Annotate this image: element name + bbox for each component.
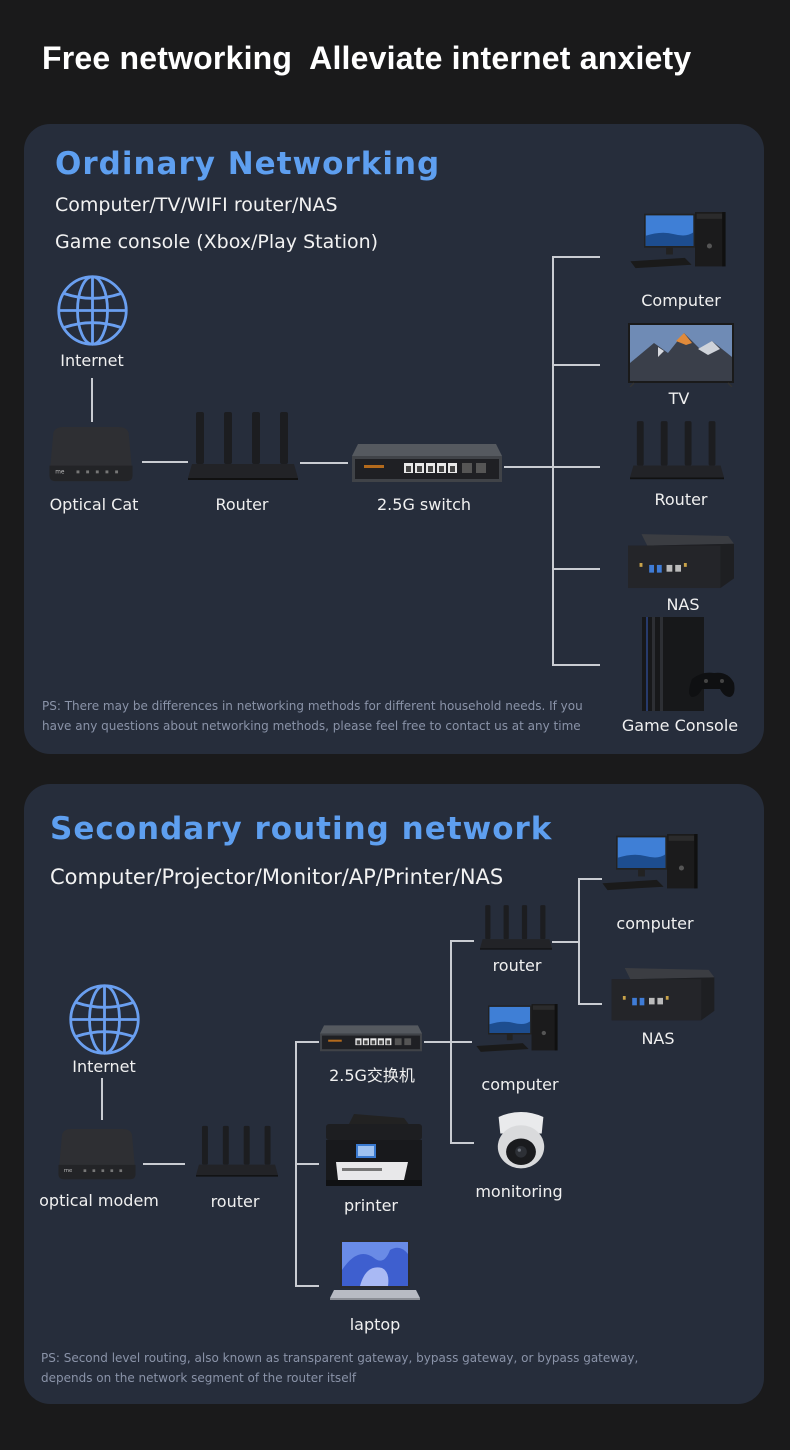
connector-line (552, 664, 600, 666)
node-label-internet: Internet (72, 1057, 136, 1076)
connector-line (578, 1003, 602, 1005)
connector-line (450, 940, 474, 942)
laptop-icon (330, 1240, 420, 1300)
router-icon (188, 412, 298, 480)
tv-icon (628, 323, 734, 387)
footnote-line: PS: There may be differences in networki… (42, 699, 583, 713)
endpoint-label: Game Console (621, 716, 739, 735)
connector-line (450, 940, 452, 1143)
panel-title: Secondary routing network (50, 811, 553, 847)
connector-line (91, 378, 93, 422)
connector-line (300, 462, 348, 464)
connector-line (578, 878, 580, 1004)
connector-line (552, 256, 554, 666)
connector-line (101, 1078, 103, 1120)
router-icon (480, 905, 552, 950)
panel-subtitle: Computer/Projector/Monitor/AP/Printer/NA… (50, 865, 504, 889)
nas-icon (611, 968, 715, 1021)
nas-icon (628, 534, 734, 589)
node-label-nas: NAS (641, 1029, 675, 1048)
globe-icon (57, 275, 128, 346)
connector-line (295, 1163, 319, 1165)
node-label-switch: 2.5G交换机 (329, 1066, 415, 1085)
endpoint-label: TV (668, 389, 690, 408)
node-label-laptop: laptop (349, 1315, 401, 1334)
connector-line (142, 461, 188, 463)
connector-line (424, 1041, 472, 1043)
endpoint-label: NAS (666, 595, 700, 614)
node-label-internet: Internet (60, 351, 124, 370)
optical-modem-icon (49, 427, 133, 482)
footnote: PS: There may be differences in networki… (42, 696, 583, 736)
computer-icon (602, 834, 698, 891)
node-label-printer: printer (343, 1196, 399, 1215)
node-label-monitoring: monitoring (475, 1182, 563, 1201)
footnote-line: depends on the network segment of the ro… (41, 1371, 357, 1385)
node-label-router: router (210, 1192, 260, 1211)
connector-line (552, 941, 580, 943)
game-console-icon (642, 617, 735, 711)
panel-subtitle: Computer/TV/WIFI router/NAS (55, 194, 338, 216)
node-label-computer: computer (616, 914, 694, 933)
router-icon (630, 421, 724, 480)
footnote: PS: Second level routing, also known as … (41, 1348, 638, 1388)
connector-line (295, 1041, 319, 1043)
panel-title: Ordinary Networking (55, 146, 441, 182)
computer-icon (630, 212, 726, 269)
computer-icon (476, 1004, 558, 1052)
endpoint-label: Computer (641, 291, 721, 310)
node-label-router: router (492, 956, 542, 975)
camera-icon (497, 1112, 545, 1169)
globe-icon (69, 984, 140, 1055)
connector-line (552, 364, 600, 366)
node-label-computer: computer (481, 1075, 559, 1094)
endpoint-label: Router (654, 490, 708, 509)
footnote-line: PS: Second level routing, also known as … (41, 1351, 639, 1365)
page-headline: Free networking Alleviate internet anxie… (42, 40, 692, 76)
node-label-optical-modem: optical modem (39, 1191, 159, 1210)
connector-line (552, 568, 600, 570)
printer-icon (326, 1114, 422, 1186)
footnote-line: have any questions about networking meth… (42, 719, 581, 733)
connector-line (450, 1142, 474, 1144)
node-label-optical-cat: Optical Cat (49, 495, 139, 514)
connector-line (578, 878, 602, 880)
optical-modem-icon (58, 1129, 136, 1180)
connector-line (552, 256, 600, 258)
switch-icon (320, 1025, 422, 1052)
switch-icon (352, 444, 502, 482)
panel-subtitle: Game console (Xbox/Play Station) (55, 231, 379, 253)
router-icon (196, 1125, 278, 1177)
node-label-router: Router (215, 495, 269, 514)
connector-line (143, 1163, 185, 1165)
node-label-switch: 2.5G switch (376, 495, 472, 514)
connector-line (295, 1285, 319, 1287)
